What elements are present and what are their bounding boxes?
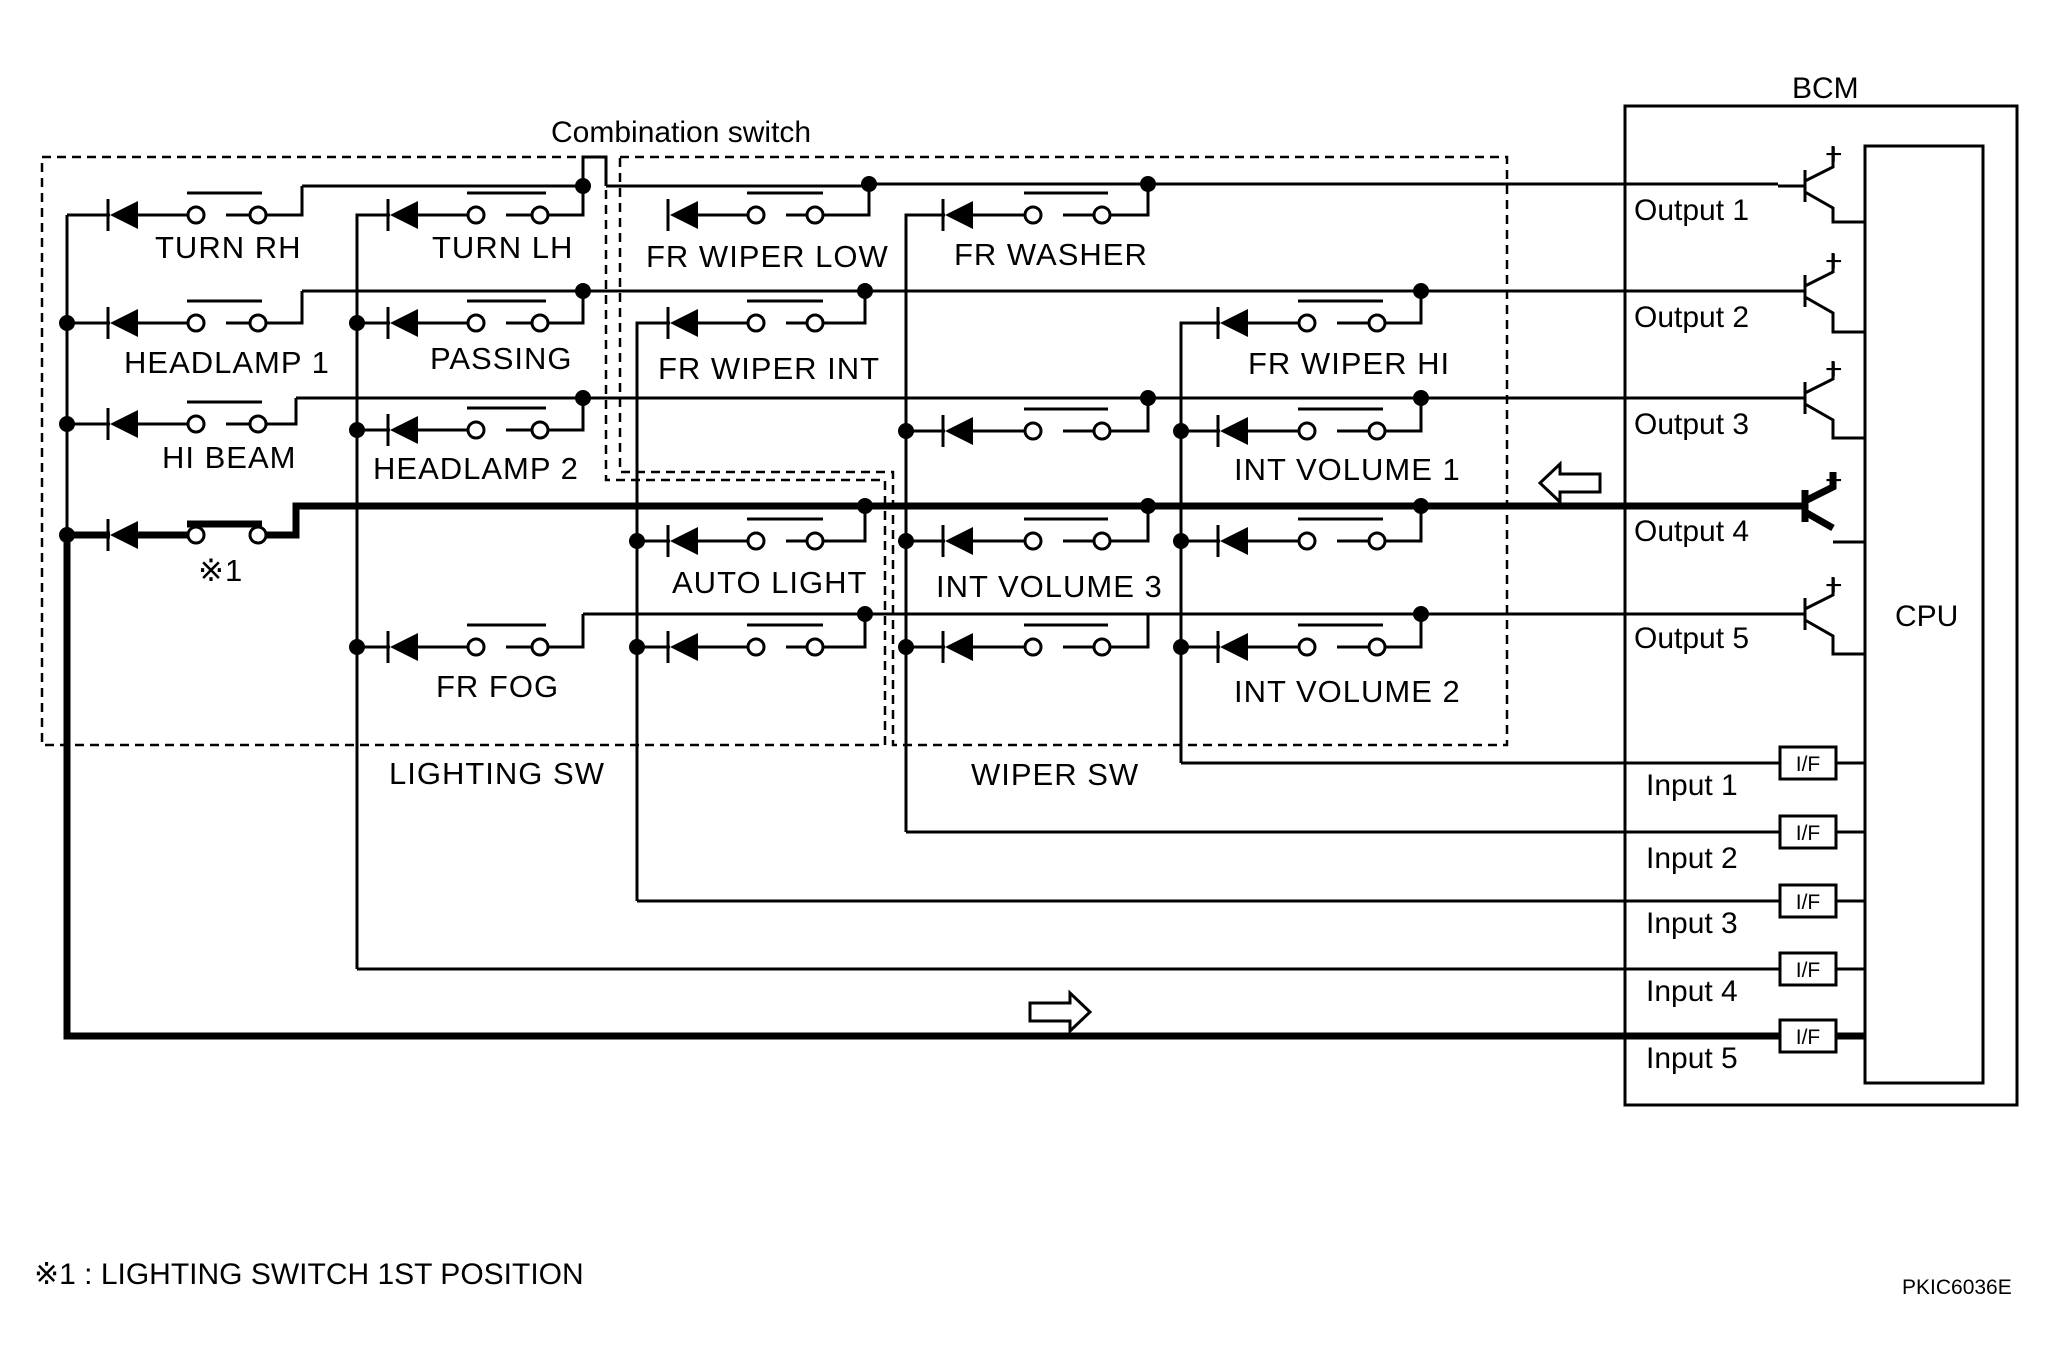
diode-headlamp-2 [386, 414, 418, 446]
junction-dots [59, 176, 1429, 655]
diode-auto-light [666, 525, 698, 557]
label-if-3: I/F [1796, 891, 1821, 914]
diode-int-volume-2a [1216, 525, 1248, 557]
figure-code: PKIC6036E [1902, 1276, 2012, 1299]
lighting-sw-boundary [40, 155, 887, 747]
label-output-5: Output 5 [1634, 622, 1749, 655]
interface-box-1 [1778, 745, 1838, 781]
bcm-box [1623, 104, 2019, 1107]
plus-output-2: + [1825, 245, 1843, 278]
label-output-3: Output 3 [1634, 408, 1749, 441]
diode-headlamp-1 [106, 307, 138, 339]
diode-auto-light-2 [666, 631, 698, 663]
label-note-1: ※1 [198, 553, 243, 588]
label-input-2: Input 2 [1646, 842, 1738, 875]
plus-output-5: + [1825, 569, 1843, 602]
diode-turn-rh [106, 199, 138, 231]
plus-output-1: + [1825, 138, 1843, 171]
label-int-volume-1: INT VOLUME 1 [1234, 452, 1461, 487]
cpu-box [1863, 144, 1985, 1085]
label-input-4: Input 4 [1646, 975, 1738, 1008]
label-if-4: I/F [1796, 959, 1821, 982]
bcm-block [1623, 104, 2019, 1107]
switch-contacts [138, 191, 1387, 657]
plus-output-4: + [1825, 464, 1843, 497]
interface-box-2 [1778, 814, 1838, 850]
label-wiper-sw: WIPER SW [971, 757, 1139, 792]
label-fr-wiper-low: FR WIPER LOW [646, 239, 889, 274]
right-arrow-icon [1028, 989, 1093, 1035]
cpu-label: CPU [1895, 600, 1958, 633]
enclosures [40, 155, 1509, 747]
label-output-2: Output 2 [1634, 301, 1749, 334]
diode-int-volume-1 [1216, 415, 1248, 447]
wiper-sw-boundary [618, 155, 1509, 747]
diode-turn-lh [386, 199, 418, 231]
diode-int-volume-3c [941, 631, 973, 663]
label-auto-light: AUTO LIGHT [672, 565, 867, 600]
interface-box-3 [1778, 883, 1838, 919]
label-fr-fog: FR FOG [436, 669, 559, 704]
diode-hi-beam [106, 408, 138, 440]
label-hi-beam: HI BEAM [162, 440, 296, 475]
label-int-volume-3: INT VOLUME 3 [936, 569, 1163, 604]
diode-fr-wiper-low [666, 199, 698, 231]
footnote: ※1 : LIGHTING SWITCH 1ST POSITION [34, 1258, 584, 1291]
label-output-4: Output 4 [1634, 515, 1749, 548]
diode-fr-wiper-int [666, 307, 698, 339]
label-headlamp-1: HEADLAMP 1 [124, 345, 330, 380]
bcm-label: BCM [1792, 72, 1859, 105]
label-if-2: I/F [1796, 822, 1821, 845]
label-if-1: I/F [1796, 753, 1821, 776]
label-turn-lh: TURN LH [432, 230, 573, 265]
diodes [106, 199, 1248, 663]
signal-arrows [1028, 460, 1602, 1035]
label-input-3: Input 3 [1646, 907, 1738, 940]
interface-box-4 [1778, 951, 1838, 987]
diode-note-1 [106, 519, 138, 551]
label-input-1: Input 1 [1646, 769, 1738, 802]
plus-output-3: + [1825, 353, 1843, 386]
label-passing: PASSING [430, 341, 573, 376]
diode-passing [386, 307, 418, 339]
label-fr-washer: FR WASHER [954, 237, 1148, 272]
diode-int-volume-3a [941, 415, 973, 447]
left-arrow-icon [1537, 460, 1602, 506]
combination-switch-title: Combination switch [551, 116, 811, 149]
labels: Combination switch BCM CPU TURN RH TURN … [34, 72, 2012, 1299]
diode-fr-wiper-hi [1216, 307, 1248, 339]
diode-int-volume-2b [1216, 631, 1248, 663]
diode-int-volume-3b [941, 525, 973, 557]
label-if-5: I/F [1796, 1026, 1821, 1049]
active-signal-path [63, 472, 1865, 1054]
label-fr-wiper-int: FR WIPER INT [658, 351, 880, 386]
diode-fr-fog [386, 631, 418, 663]
label-output-1: Output 1 [1634, 194, 1749, 227]
label-fr-wiper-hi: FR WIPER HI [1248, 346, 1450, 381]
label-lighting-sw: LIGHTING SW [389, 756, 605, 791]
label-headlamp-2: HEADLAMP 2 [373, 451, 579, 486]
diode-fr-washer [941, 199, 973, 231]
label-int-volume-2: INT VOLUME 2 [1234, 674, 1461, 709]
label-turn-rh: TURN RH [155, 230, 302, 265]
label-input-5: Input 5 [1646, 1042, 1738, 1075]
